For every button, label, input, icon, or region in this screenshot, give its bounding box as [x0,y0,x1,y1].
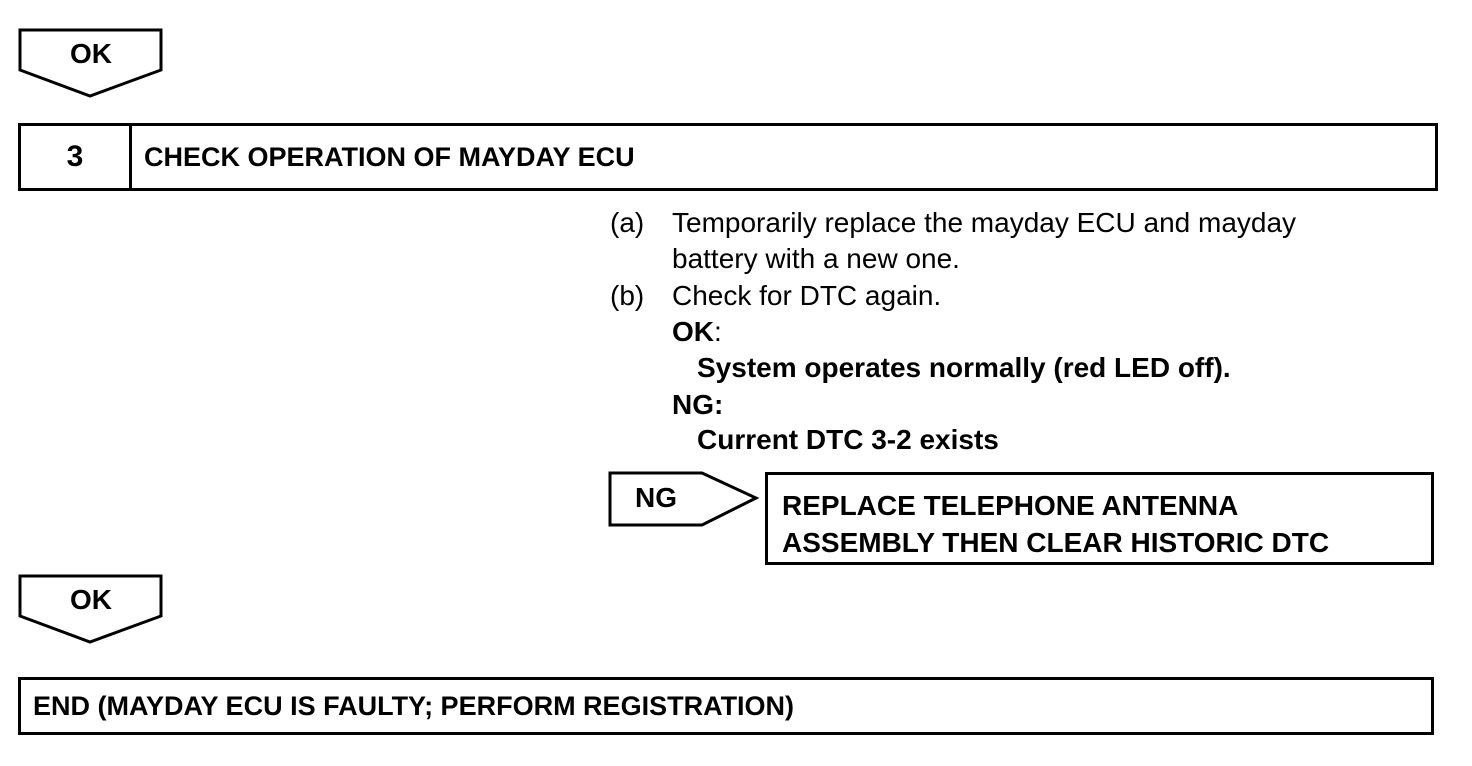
ng-result-heading: NG: [672,389,724,420]
procedure-b-text: Check for DTC again. [672,280,942,311]
down-arrow-shape [18,28,163,98]
procedure-a-line2: battery with a new one. [672,243,960,274]
ok-result-heading: OK: [672,313,722,350]
ng-action-line2: ASSEMBLY THEN CLEAR HISTORIC DTC [782,527,1330,558]
procedure-a-marker: (a) [610,207,645,238]
ng-flow-label: NG [635,482,677,513]
ng-flow-arrow: NG [608,471,760,529]
end-box: END (MAYDAY ECU IS FAULTY; PERFORM REGIS… [18,677,1434,735]
procedure-b-marker: (b) [610,280,645,311]
ok-flow-arrow-bottom: OK [18,574,164,644]
right-arrow-shape [608,471,760,527]
ok-result-colon: : [714,316,722,347]
ng-action-box: REPLACE TELEPHONE ANTENNA ASSEMBLY THEN … [765,472,1434,565]
step-header: 3 CHECK OPERATION OF MAYDAY ECU [18,123,1438,191]
end-text: END (MAYDAY ECU IS FAULTY; PERFORM REGIS… [33,690,795,721]
step-title: CHECK OPERATION OF MAYDAY ECU [144,141,635,172]
step-number: 3 [21,126,132,188]
ok-result-text: System operates normally (red LED off). [697,352,1231,383]
ok-flow-label: OK [70,584,112,615]
procedure-a-line1: Temporarily replace the mayday ECU and m… [672,207,1297,238]
ok-flow-label: OK [70,38,112,69]
down-arrow-shape [18,574,163,644]
ng-action-line1: REPLACE TELEPHONE ANTENNA [782,490,1239,521]
ng-result-text: Current DTC 3-2 exists [697,424,999,455]
ok-result-label: OK [672,316,714,347]
ok-flow-arrow-top: OK [18,28,164,98]
